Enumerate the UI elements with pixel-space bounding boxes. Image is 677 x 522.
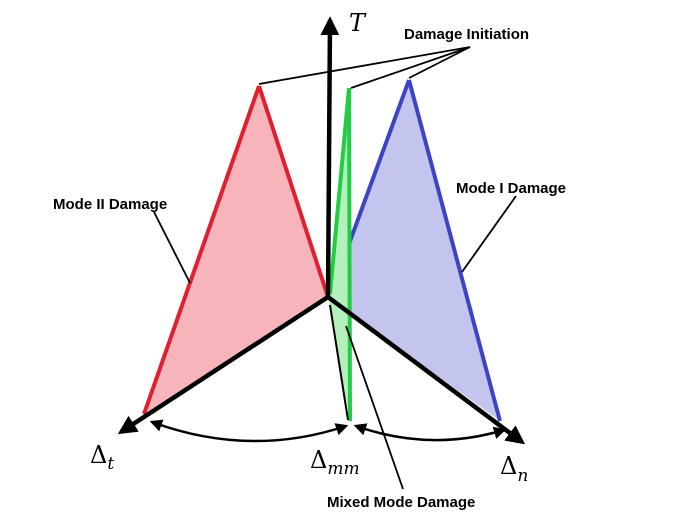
leader-line <box>153 211 191 284</box>
traction-axis-label: T <box>349 9 367 37</box>
angle-arc-right <box>353 423 507 442</box>
mixed-axis-label: Δmm <box>310 446 360 479</box>
damage-initiation-label: Damage Initiation <box>404 26 529 43</box>
shear-axis-label: Δt <box>90 441 114 474</box>
shear-axis <box>117 295 330 435</box>
leader-line <box>345 325 404 490</box>
mixed-mode-edge <box>347 87 352 422</box>
leader-line <box>258 46 471 85</box>
mixed-mode-region <box>328 88 350 421</box>
mode-ii-region <box>144 86 328 414</box>
mixed-mode-damage-label: Mixed Mode Damage <box>327 494 475 511</box>
mode-i-region <box>328 80 500 421</box>
mode-i-damage-label: Mode I Damage <box>456 180 566 197</box>
traction-axis <box>320 16 340 298</box>
mode-i-edge <box>407 79 502 422</box>
angle-arc-left <box>149 419 349 443</box>
normal-axis-label: Δn <box>500 452 528 486</box>
mode-ii-edge <box>142 85 261 415</box>
leader-line <box>350 46 471 89</box>
mode-ii-edge <box>257 85 330 298</box>
normal-axis <box>326 295 526 445</box>
mode-ii-damage-label: Mode II Damage <box>53 196 167 213</box>
leader-line <box>461 195 517 273</box>
mixed-mode-edge <box>328 87 351 295</box>
mixed-axis-base <box>329 304 349 421</box>
leader-line <box>408 46 471 79</box>
